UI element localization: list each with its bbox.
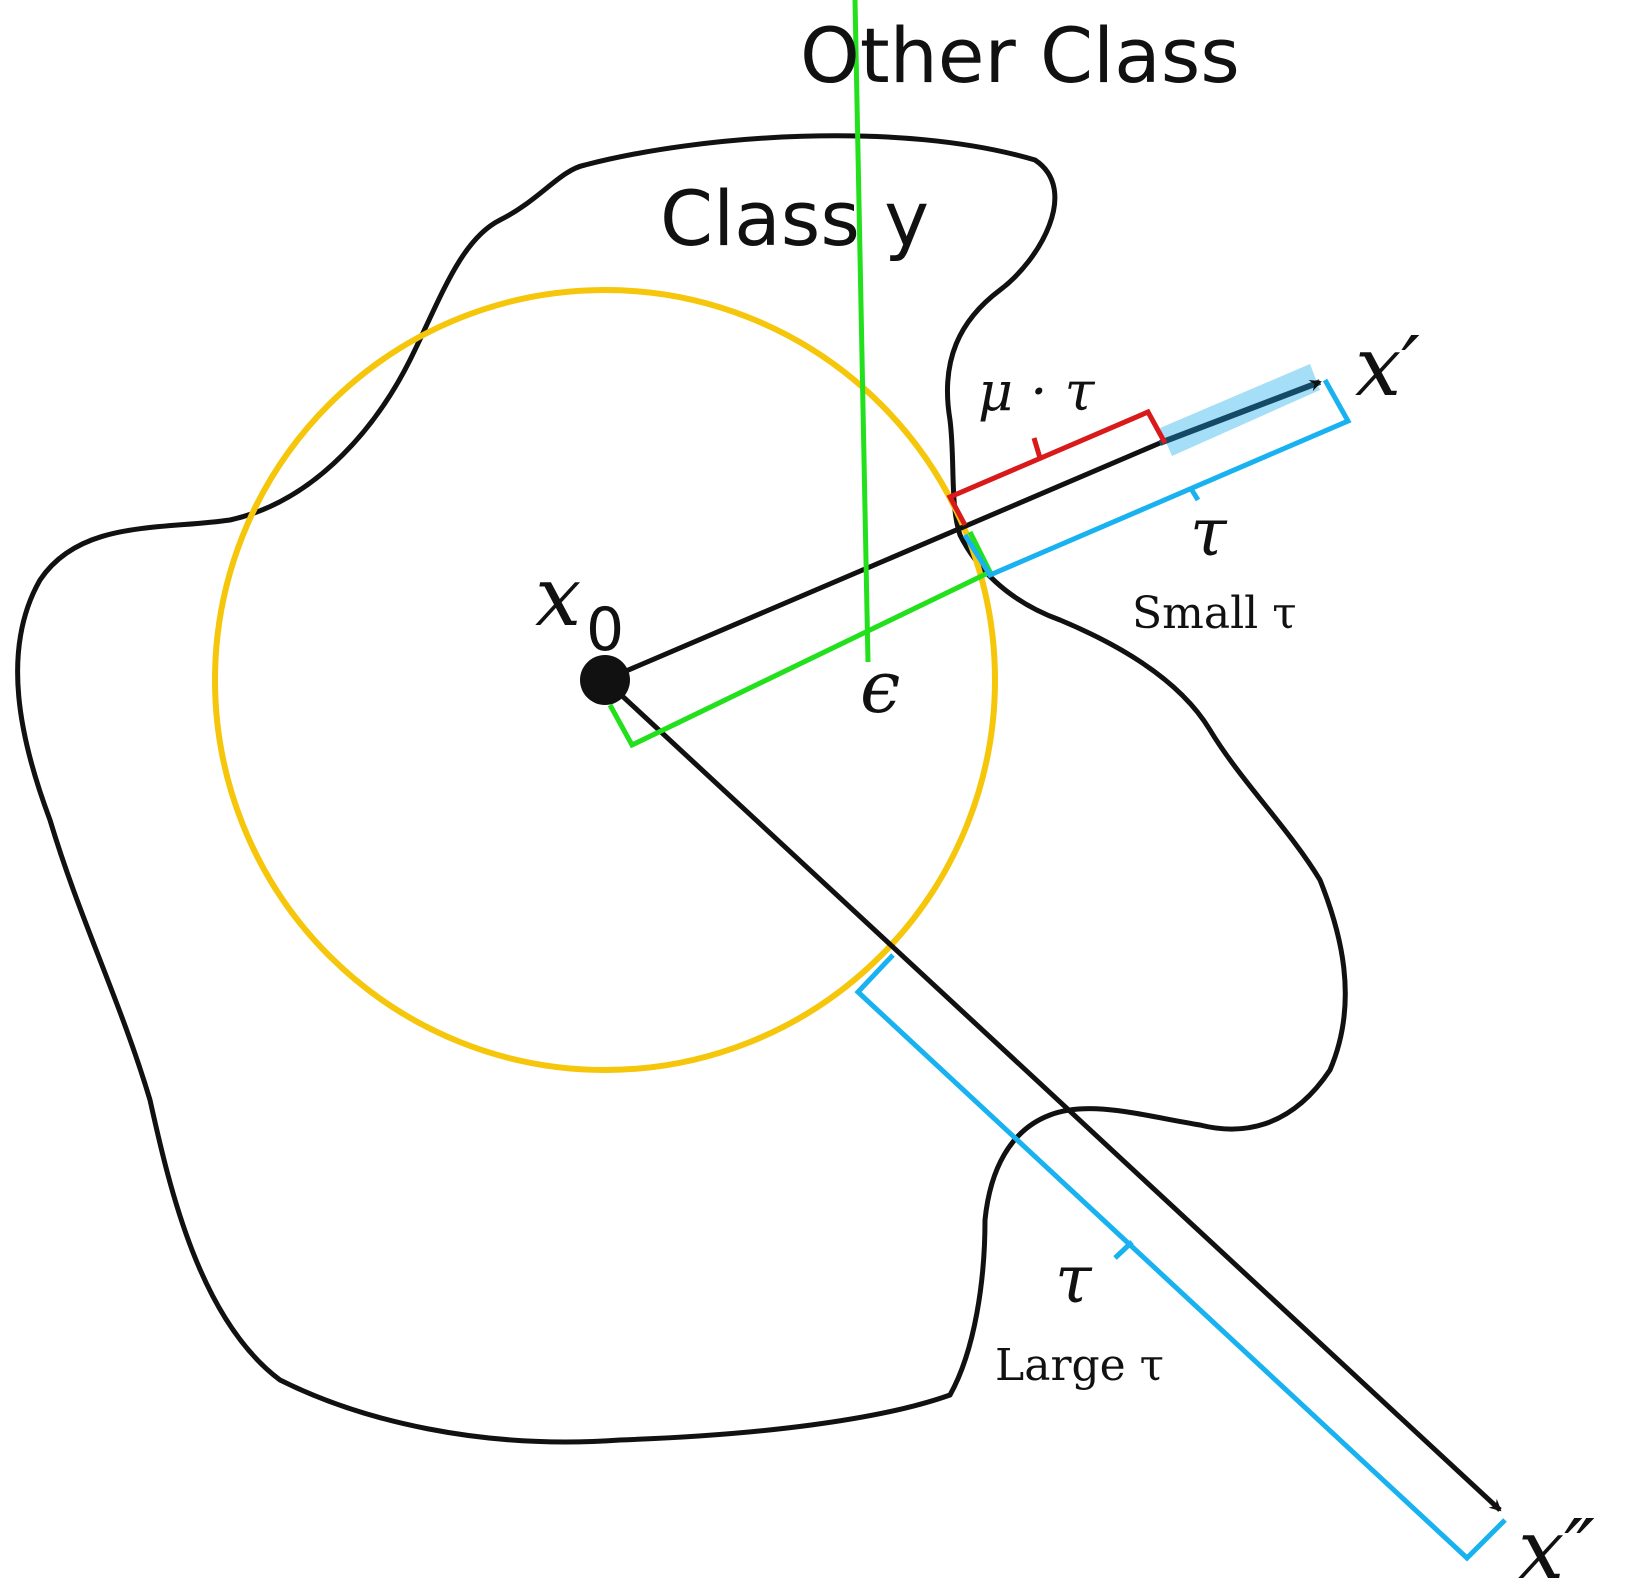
x0-to-xprime-segment — [604, 440, 1161, 683]
epsilon-bracket-tick — [852, 0, 871, 663]
class-y-boundary — [15, 133, 1348, 1445]
x0-label: x — [535, 550, 581, 645]
x0-point — [580, 655, 630, 705]
mu-tau-bracket-tick — [1031, 437, 1043, 459]
other-class-label: Other Class — [800, 11, 1240, 100]
xprime-arrow — [1158, 379, 1322, 446]
large-tau-symbol: τ — [1055, 1241, 1093, 1318]
small-tau-bracket-tick — [1187, 485, 1201, 502]
mu-tau-label: μ · τ — [978, 360, 1096, 423]
small-tau-label: Small τ — [1132, 588, 1297, 639]
large-tau-bracket-tick — [1113, 1240, 1134, 1260]
mu-tau-bracket — [946, 408, 1168, 527]
x-prime-label: x′ — [1355, 320, 1420, 415]
small-tau-symbol: τ — [1190, 494, 1228, 571]
x0-to-xdoubleprime-arrow — [603, 678, 1502, 1512]
epsilon-label: ϵ — [860, 645, 900, 729]
large-tau-label: Large τ — [995, 1340, 1164, 1391]
small-tau-bracket — [962, 378, 1352, 579]
epsilon-ball-circle — [212, 287, 998, 1073]
large-tau-bracket — [854, 953, 1507, 1562]
x-double-prime-label: x″ — [1518, 1503, 1595, 1593]
class-y-label: Class y — [660, 174, 929, 263]
x0-subscript: 0 — [586, 595, 624, 665]
epsilon-bracket — [607, 530, 994, 749]
